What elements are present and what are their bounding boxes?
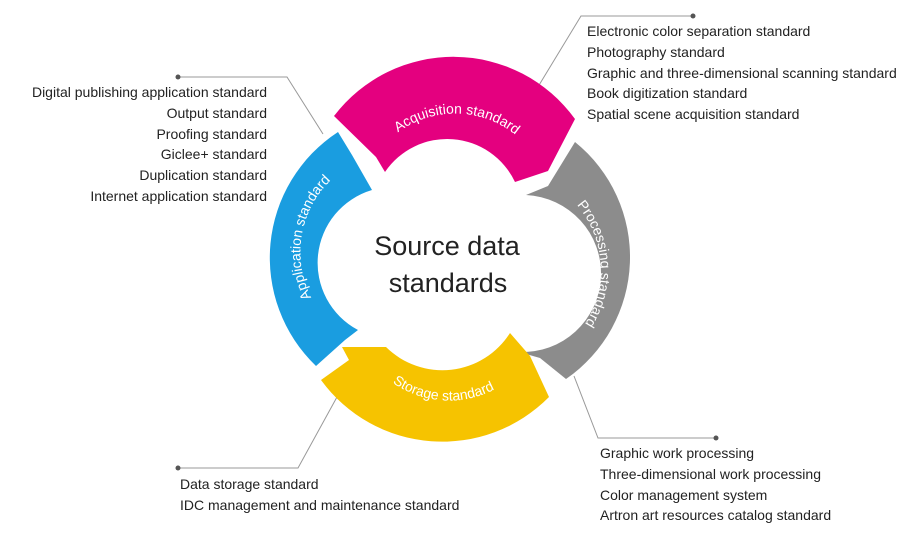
segment-storage-shape: [321, 333, 549, 442]
connector-storage-dot: [175, 465, 181, 471]
connector-lines: [175, 13, 719, 471]
connector-application-dot: [175, 74, 181, 80]
list-item: Artron art resources catalog standard: [600, 507, 832, 524]
segment-storage: [321, 333, 549, 442]
segment-processing: [519, 142, 631, 379]
list-item: Proofing standard: [156, 125, 267, 142]
connector-acquisition-dot: [690, 13, 696, 19]
list-item: Photography standard: [587, 43, 725, 60]
processing-list: Graphic work processing Three-dimensiona…: [600, 443, 831, 526]
acquisition-list: Electronic color separation standard Pho…: [587, 21, 897, 125]
segment-acquisition-shape: [334, 56, 575, 182]
connector-acquisition: [529, 15, 693, 101]
center-title-line2: standards: [389, 268, 508, 298]
application-list: Digital publishing application standard …: [32, 82, 267, 207]
list-item: Graphic work processing: [600, 445, 755, 461]
list-item: Color management system: [600, 486, 768, 503]
list-item: Electronic color separation standard: [587, 23, 811, 39]
segment-application-shape: [269, 132, 372, 366]
center-title-line1: Source data: [374, 231, 521, 261]
list-item: Internet application standard: [90, 187, 267, 204]
segment-application: [269, 132, 372, 366]
list-item: Three-dimensional work processing: [600, 465, 821, 482]
list-item: Digital publishing application standard: [31, 84, 267, 100]
storage-list: Data storage standard IDC management and…: [180, 474, 459, 516]
list-item: Giclee+ standard: [160, 146, 267, 163]
list-item: Book digitization standard: [587, 85, 748, 102]
connector-application: [178, 76, 324, 135]
connector-processing: [573, 375, 716, 439]
list-item: Graphic and three-dimensional scanning s…: [587, 64, 897, 81]
connector-processing-dot: [713, 435, 719, 441]
connector-storage: [178, 396, 338, 469]
list-item: Duplication standard: [139, 167, 267, 184]
segment-acquisition: [334, 56, 575, 182]
list-item: Output standard: [166, 104, 267, 121]
list-item: Spatial scene acquisition standard: [587, 106, 800, 123]
segment-processing-shape: [519, 142, 631, 379]
list-item: Data storage standard: [180, 476, 319, 492]
list-item: IDC management and maintenance standard: [180, 496, 460, 513]
